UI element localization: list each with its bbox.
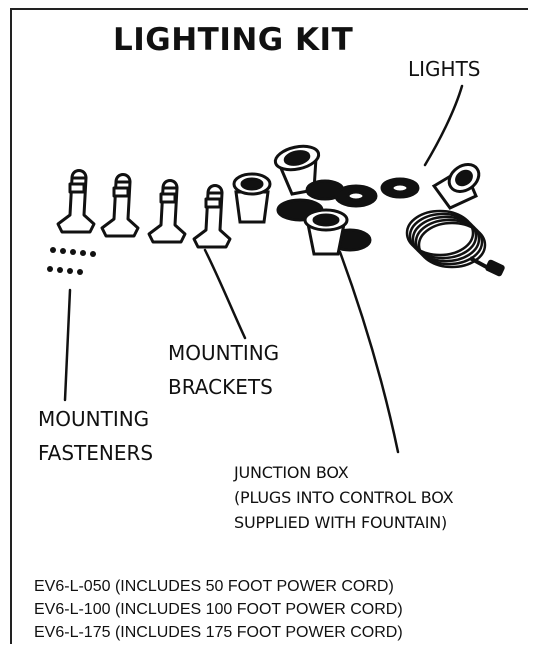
mounting-brackets: [56, 169, 232, 249]
light-1: [232, 172, 272, 224]
label-mounting-brackets: MOUNTING BRACKETS: [168, 341, 280, 399]
leader-fasteners: [63, 288, 72, 402]
light-2: [273, 144, 321, 196]
junction-box: [303, 208, 349, 256]
label-junction-box: JUNCTION BOX (PLUGS INTO CONTROL BOX SUP…: [234, 463, 454, 532]
power-cord-coil: [405, 209, 493, 272]
leader-junction-box: [338, 250, 400, 454]
leader-lights: [423, 84, 464, 167]
model-line: EV6-L-175 (INCLUDES 175 FOOT POWER CORD): [34, 624, 403, 641]
model-line: EV6-L-050 (INCLUDES 50 FOOT POWER CORD): [34, 578, 394, 595]
bracket-2: [100, 173, 140, 238]
light-3: [431, 163, 481, 210]
bracket-3: [147, 179, 187, 244]
cord-plug: [485, 259, 505, 277]
label-lights: LIGHTS: [408, 57, 481, 81]
diagram-title: LIGHTING KIT: [113, 22, 354, 58]
diagram-frame: [10, 8, 528, 644]
leader-brackets: [203, 248, 247, 340]
bracket-1: [56, 169, 96, 234]
lights: [232, 144, 481, 252]
mounting-fasteners: [47, 247, 96, 275]
model-line: EV6-L-100 (INCLUDES 100 FOOT POWER CORD): [34, 601, 403, 618]
model-list: EV6-L-050 (INCLUDES 50 FOOT POWER CORD) …: [34, 575, 403, 644]
bracket-4: [192, 184, 232, 249]
label-mounting-fasteners: MOUNTING FASTENERS: [38, 407, 154, 465]
